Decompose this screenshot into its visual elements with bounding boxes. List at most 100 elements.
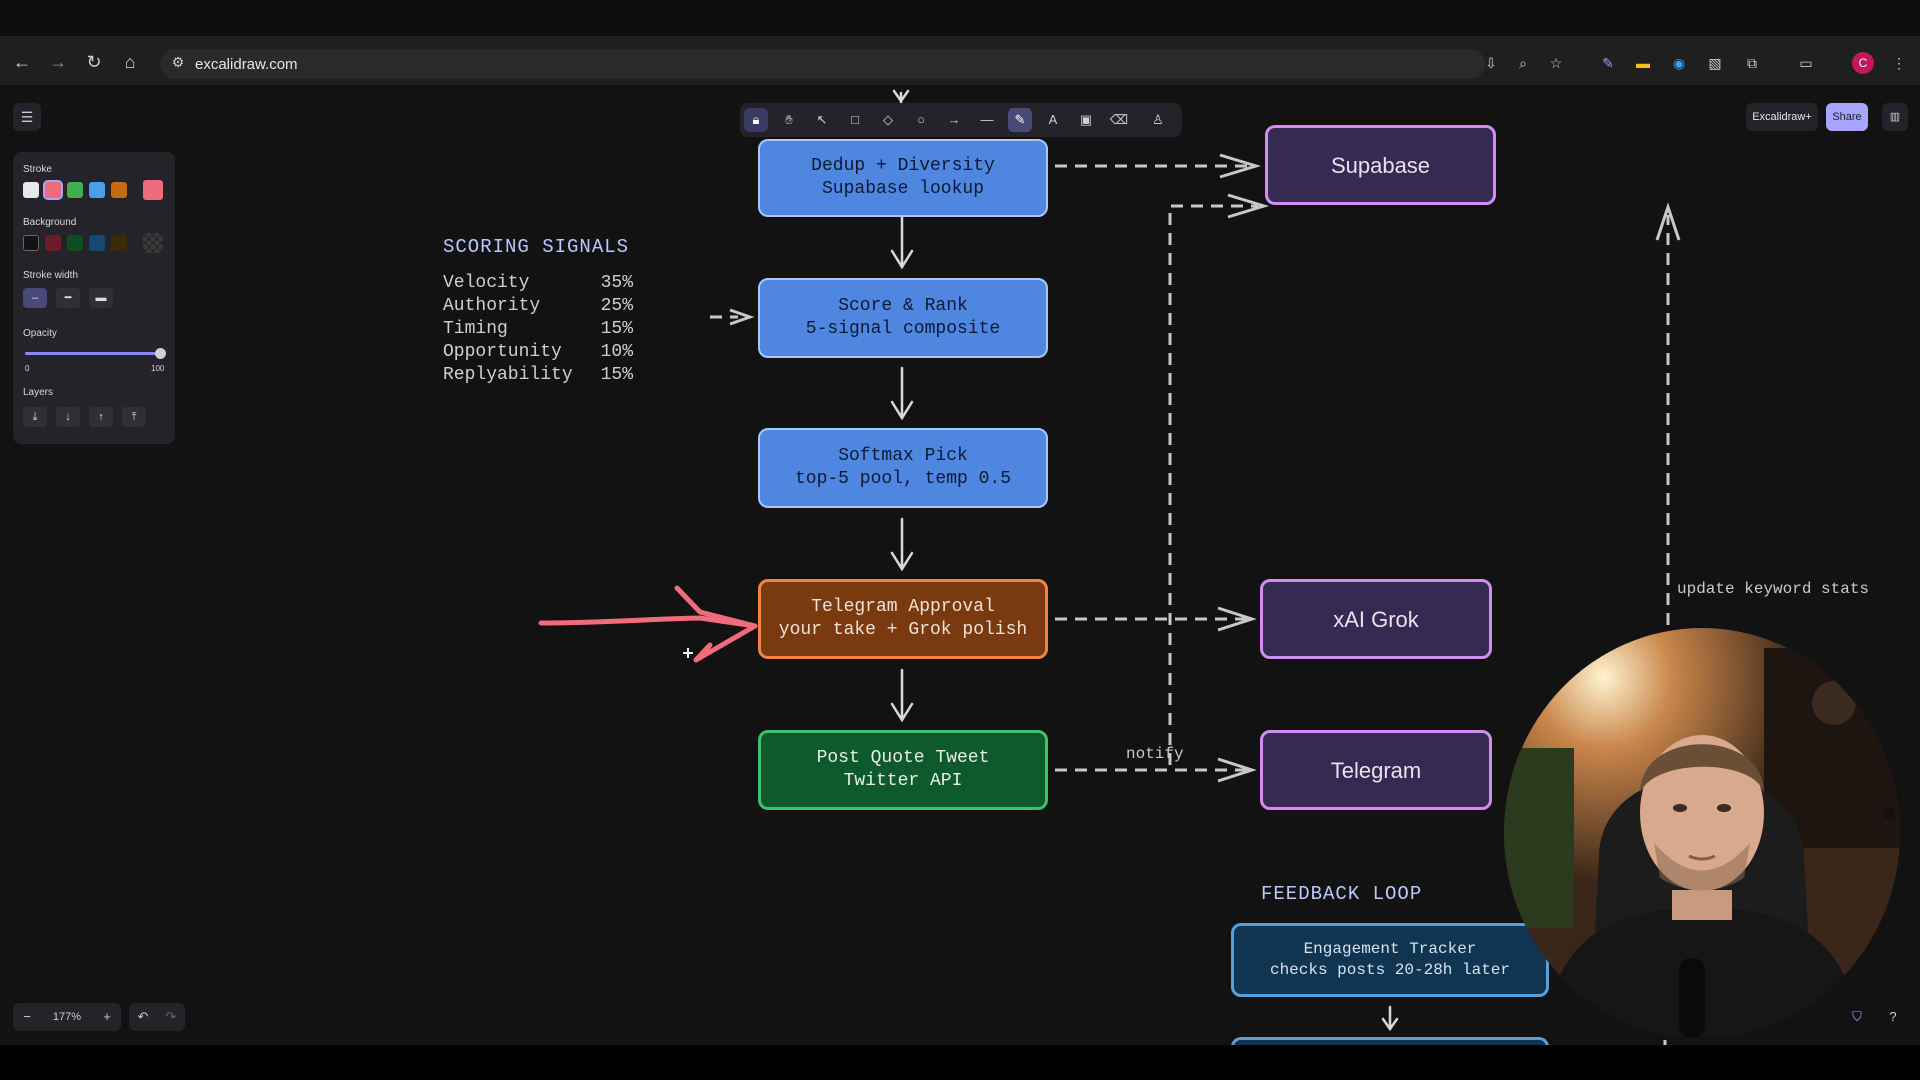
bring-forward-icon[interactable]: ↑ — [89, 407, 113, 427]
eraser-icon[interactable]: ⌫ — [1109, 112, 1129, 127]
post-quote-tweet-node[interactable]: Post Quote Tweet Twitter API — [758, 730, 1048, 810]
main-menu-icon[interactable]: ☰ — [13, 103, 41, 131]
telegram-approval-node[interactable]: Telegram Approval your take + Grok polis… — [758, 579, 1048, 659]
background-swatch-red[interactable] — [45, 235, 61, 251]
top-stub-arrow — [892, 89, 910, 105]
stroke-width-thin[interactable]: – — [23, 288, 47, 308]
opacity-slider[interactable] — [25, 348, 166, 359]
help-icon[interactable]: ? — [1889, 1009, 1897, 1024]
node-subtitle: Twitter API — [843, 771, 963, 791]
presenter-video — [1504, 628, 1900, 1038]
arrowhead-feedback-up — [1655, 202, 1681, 241]
redo-icon[interactable]: ↷ — [165, 1009, 177, 1024]
address-bar[interactable] — [160, 49, 1485, 79]
hand-icon[interactable]: ✋︎ — [785, 112, 793, 127]
shield-icon[interactable]: ⛉ — [1852, 1009, 1862, 1024]
tab-search-icon[interactable]: ▭ — [1799, 55, 1813, 71]
stroke-width-extra-bold[interactable]: ▬ — [89, 288, 113, 308]
extension-box-icon[interactable]: ▧ — [1708, 55, 1722, 71]
engagement-tracker-node[interactable]: Engagement Tracker checks posts 20-28h l… — [1231, 923, 1549, 997]
install-app-icon[interactable]: ⇩ — [1485, 55, 1497, 71]
signal-name: Opportunity — [443, 342, 562, 362]
xai-grok-node[interactable]: xAI Grok — [1260, 579, 1492, 659]
background-swatch-brown[interactable] — [111, 235, 127, 251]
background-swatch-blue[interactable] — [89, 235, 105, 251]
stroke-swatch-blue[interactable] — [89, 182, 105, 198]
rectangle-icon[interactable]: □ — [851, 112, 859, 127]
opacity-max: 100 — [151, 364, 165, 373]
extension-note-icon[interactable]: ▬ — [1636, 55, 1650, 71]
node-subtitle: Supabase lookup — [821, 179, 985, 199]
stroke-swatch-orange[interactable] — [111, 182, 127, 198]
lock-icon[interactable]: 🔒︎ — [744, 108, 768, 132]
image-icon[interactable]: ▣ — [1079, 112, 1093, 127]
signal-name: Authority — [443, 296, 541, 316]
drawing-toolbar: 🔒︎ ✋︎ ↖ □ ◇ ○ → — ✎ A ▣ ⌫ ♙ — [740, 103, 1182, 137]
bring-to-front-icon[interactable]: ⤒ — [122, 407, 146, 427]
share-button[interactable]: Share — [1826, 103, 1868, 131]
node-title: Telegram Approval — [811, 597, 995, 617]
extension-pen-icon[interactable]: ✎ — [1602, 55, 1614, 71]
stroke-width-bold[interactable]: ━ — [56, 288, 80, 308]
excalidraw-plus-button[interactable]: Excalidraw+ — [1746, 103, 1818, 131]
home-icon[interactable]: ⌂ — [124, 52, 136, 72]
ellipse-icon[interactable]: ○ — [917, 112, 925, 127]
bookmark-star-icon[interactable]: ☆ — [1549, 55, 1563, 71]
stroke-swatch-white[interactable] — [23, 182, 39, 198]
send-to-back-icon[interactable]: ⤓ — [23, 407, 47, 427]
signal-weight: 25% — [600, 296, 633, 316]
stroke-label: Stroke — [23, 164, 52, 175]
node-title: Telegram — [1330, 757, 1422, 783]
excalidraw-canvas[interactable]: 🔒︎ ✋︎ ↖ □ ◇ ○ → — ✎ A ▣ ⌫ ♙ Excalidraw+ … — [0, 85, 1920, 1045]
line-icon[interactable]: — — [980, 112, 994, 127]
reload-icon[interactable]: ↻ — [86, 52, 102, 72]
tab-strip — [0, 0, 1920, 36]
send-backward-icon[interactable]: ↓ — [56, 407, 80, 427]
node-title: Dedup + Diversity — [811, 156, 995, 176]
extensions-puzzle-icon[interactable]: ⧉ — [1747, 55, 1757, 71]
zoom-out-icon[interactable]: − — [23, 1009, 31, 1024]
dashed-notify-loop — [1168, 204, 1258, 765]
diamond-icon[interactable]: ◇ — [883, 112, 893, 127]
signal-name: Replyability — [443, 365, 573, 385]
score-rank-node[interactable]: Score & Rank 5-signal composite — [758, 278, 1048, 358]
stroke-current-color[interactable] — [143, 180, 163, 200]
background-label: Background — [23, 217, 77, 228]
softmax-pick-node[interactable]: Softmax Pick top-5 pool, temp 0.5 — [758, 428, 1048, 508]
browser-menu-icon[interactable]: ⋮ — [1892, 55, 1906, 71]
arrowhead-signals — [729, 308, 755, 326]
profile-avatar[interactable]: C — [1852, 52, 1874, 74]
opacity-slider-knob[interactable] — [155, 348, 166, 359]
library-icon[interactable]: ▥ — [1882, 103, 1908, 131]
supabase-node[interactable]: Supabase — [1265, 125, 1496, 205]
site-info-icon[interactable]: ⚙ — [171, 54, 185, 70]
node-title: xAI Grok — [1333, 606, 1419, 632]
arrow-icon[interactable]: → — [947, 112, 961, 127]
extension-circle-icon[interactable]: ◉ — [1672, 55, 1686, 71]
extra-tools-icon[interactable]: ♙ — [1152, 112, 1164, 127]
undo-icon[interactable]: ↶ — [137, 1009, 149, 1024]
telegram-node[interactable]: Telegram — [1260, 730, 1492, 810]
stroke-swatch-red[interactable] — [43, 180, 63, 200]
zoom-icon[interactable]: ⌕ — [1519, 55, 1527, 71]
forward-icon[interactable]: → — [49, 52, 67, 72]
arrow-dedup-to-score — [890, 215, 914, 270]
pencil-icon[interactable]: ✎ — [1008, 108, 1032, 132]
diagram-connectors — [538, 89, 1681, 1045]
background-swatch-transparent[interactable] — [23, 235, 39, 251]
arrowhead-supabase — [1219, 153, 1262, 179]
back-icon[interactable]: ← — [13, 52, 31, 72]
url-text[interactable]: excalidraw.com — [195, 56, 298, 73]
stroke-swatch-green[interactable] — [67, 182, 83, 198]
background-current-color[interactable] — [143, 233, 163, 253]
zoom-in-icon[interactable]: + — [103, 1009, 111, 1024]
background-swatch-green[interactable] — [67, 235, 83, 251]
next-feedback-node[interactable] — [1231, 1037, 1549, 1045]
selection-icon[interactable]: ↖ — [816, 112, 828, 127]
text-icon[interactable]: A — [1048, 112, 1058, 127]
arrow-approval-to-post — [890, 668, 914, 723]
dedup-diversity-node[interactable]: Dedup + Diversity Supabase lookup — [758, 139, 1048, 217]
zoom-level[interactable]: 177% — [52, 1011, 82, 1023]
